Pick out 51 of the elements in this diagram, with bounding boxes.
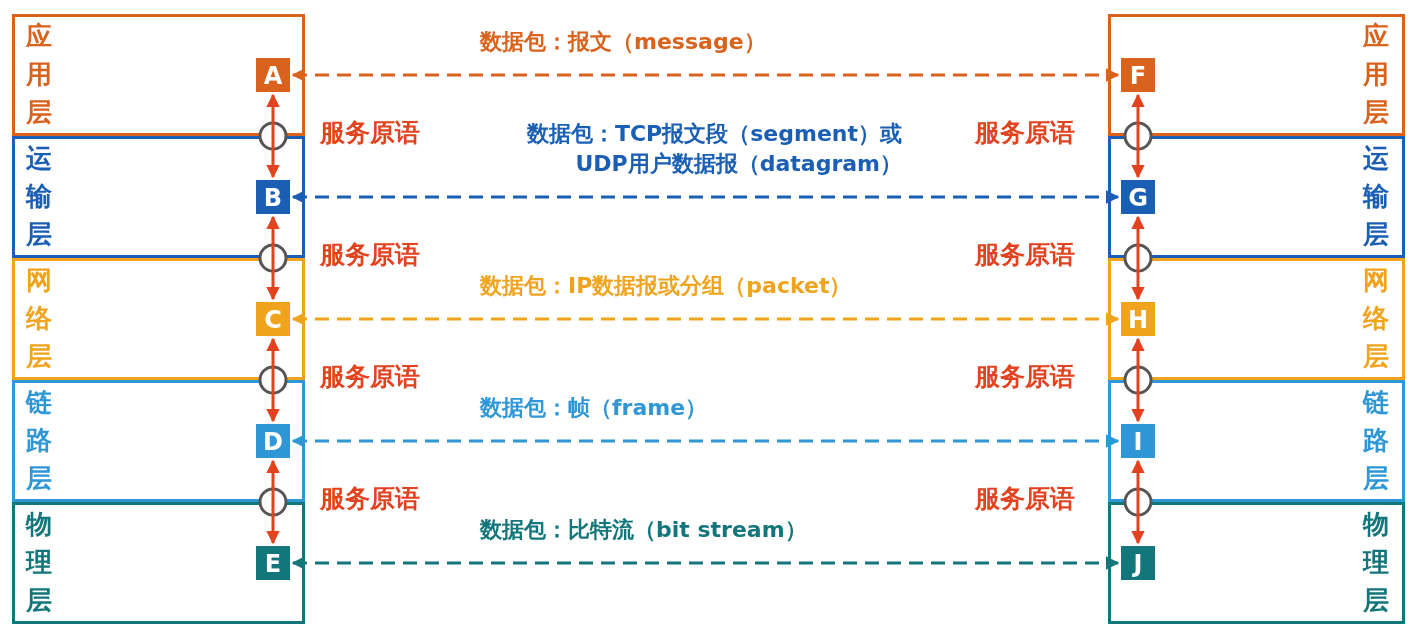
layer-label: 物理层 <box>1362 508 1390 617</box>
dashed-arrow <box>291 68 1120 82</box>
layer-box <box>1108 136 1405 258</box>
letter-badge: G <box>1120 179 1156 215</box>
double-arrow <box>266 93 280 179</box>
double-arrow <box>266 215 280 301</box>
letter-badge: D <box>255 423 291 459</box>
dashed-arrow <box>291 434 1120 448</box>
service-primitive-label: 服务原语 <box>318 484 422 514</box>
letter-badge: F <box>1120 57 1156 93</box>
double-arrow <box>1131 215 1145 301</box>
service-primitive-label: 服务原语 <box>973 362 1077 392</box>
double-arrow <box>1131 93 1145 179</box>
layer-label: 运输层 <box>25 142 53 251</box>
letter-badge: E <box>255 545 291 581</box>
layer-box <box>12 380 305 502</box>
layer-label: 网络层 <box>1362 264 1390 373</box>
letter-badge: H <box>1120 301 1156 337</box>
layer-label: 物理层 <box>25 508 53 617</box>
letter-badge: A <box>255 57 291 93</box>
layer-label: 网络层 <box>25 264 53 373</box>
layer-box <box>12 502 305 624</box>
layer-box <box>12 258 305 380</box>
layer-box <box>1108 14 1405 136</box>
service-primitive-label: 服务原语 <box>973 118 1077 148</box>
dashed-arrow <box>291 556 1120 570</box>
layer-label: 运输层 <box>1362 142 1390 251</box>
layer-label: 链路层 <box>1362 386 1390 495</box>
service-primitive-label: 服务原语 <box>318 118 422 148</box>
service-primitive-label: 服务原语 <box>973 484 1077 514</box>
service-primitive-label: 服务原语 <box>973 240 1077 270</box>
service-primitive-label: 服务原语 <box>318 362 422 392</box>
layer-label: 链路层 <box>25 386 53 495</box>
layer-label: 应用层 <box>25 20 53 129</box>
double-arrow <box>1131 459 1145 545</box>
layer-label: 应用层 <box>1362 20 1390 129</box>
layer-box <box>12 136 305 258</box>
letter-badge: J <box>1120 545 1156 581</box>
dashed-arrow <box>291 312 1120 326</box>
double-arrow <box>266 459 280 545</box>
layer-box <box>1108 502 1405 624</box>
letter-badge: B <box>255 179 291 215</box>
layer-box <box>12 14 305 136</box>
letter-badge: I <box>1120 423 1156 459</box>
double-arrow <box>1131 337 1145 423</box>
layer-box <box>1108 258 1405 380</box>
double-arrow <box>266 337 280 423</box>
letter-badge: C <box>255 301 291 337</box>
service-primitive-label: 服务原语 <box>318 240 422 270</box>
layer-box <box>1108 380 1405 502</box>
dashed-arrow <box>291 190 1120 204</box>
